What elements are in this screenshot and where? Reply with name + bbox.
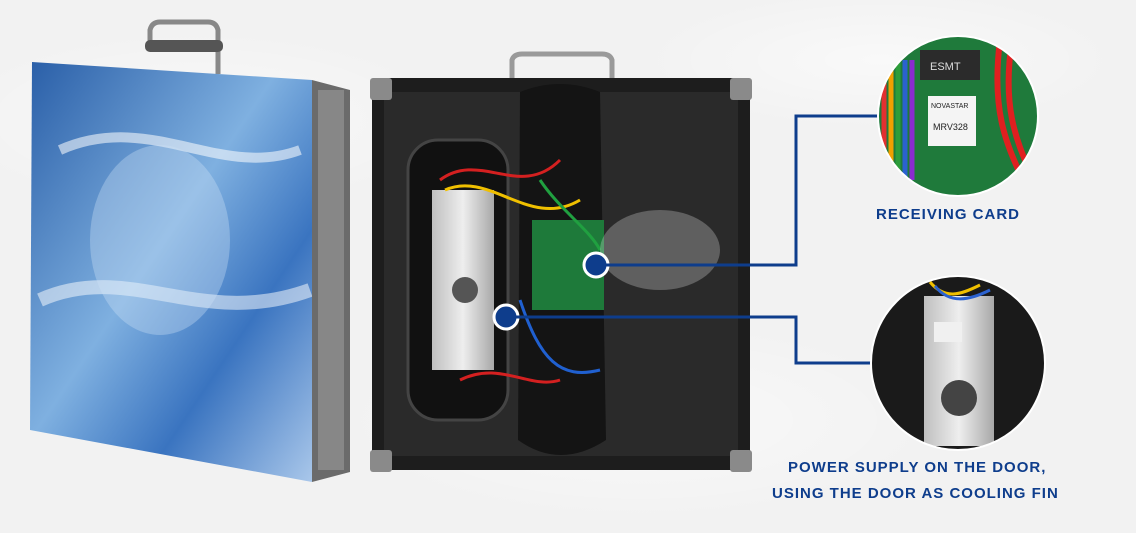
chip: [920, 50, 980, 80]
power-supply-caption-line1: POWER SUPPLY ON THE DOOR,: [788, 459, 1047, 476]
power-supply-closeup: [870, 275, 1046, 451]
chip-brand-label: ESMT: [930, 61, 961, 73]
power-supply-callout-line: [516, 315, 872, 365]
card-model-label: MRV328: [933, 122, 968, 132]
handle-grip: [145, 40, 223, 52]
led-panel-front: [30, 19, 350, 482]
closeup-psu-fan: [941, 380, 977, 416]
screen-surface: [30, 62, 312, 482]
corner-locks: [370, 78, 752, 472]
power-supply-caption-line2: USING THE DOOR AS COOLING FIN: [772, 485, 1059, 502]
callout-lines: [516, 114, 878, 365]
closeup-psu: [924, 296, 994, 446]
card-brand-label: NOVASTAR: [931, 103, 968, 110]
receiving-card-caption: RECEIVING CARD: [876, 206, 1021, 223]
receiving-card-closeup: ESMT NOVASTAR MRV328: [877, 35, 1039, 197]
cabinet-handle: [509, 51, 615, 80]
receiving-card-marker: [582, 251, 610, 279]
receiving-card-callout-line: [606, 114, 878, 267]
feather-image: [90, 145, 230, 335]
cabinet-back: [370, 51, 752, 472]
panel-handle: [147, 19, 221, 74]
psu-fan: [452, 277, 478, 303]
power-supply-marker: [492, 303, 520, 331]
card-label-sticker: [928, 96, 976, 146]
